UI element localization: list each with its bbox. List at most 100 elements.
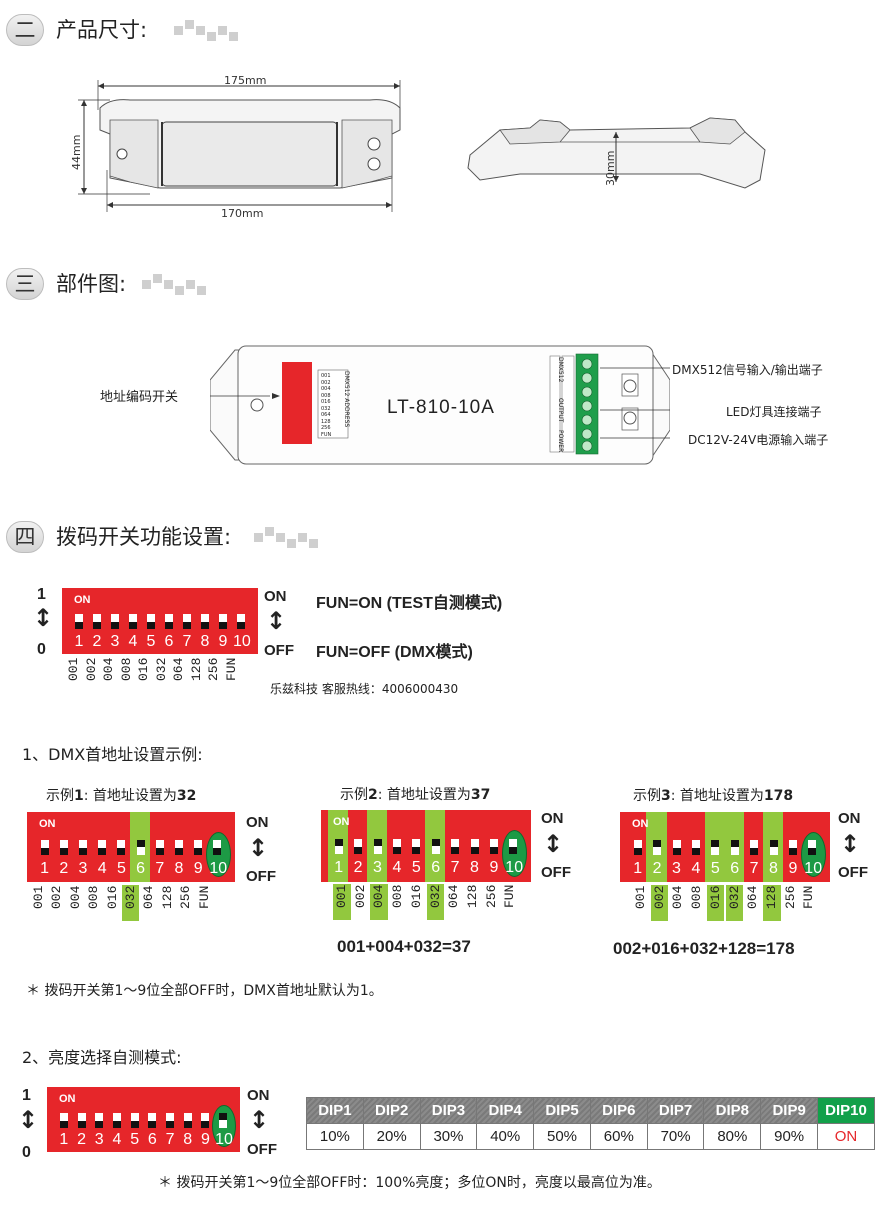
- dip-number: 1: [59, 1131, 69, 1149]
- dip-toggle-knob: [691, 848, 700, 855]
- dip-number: 6: [431, 858, 441, 876]
- dip-code-label: 128: [763, 886, 779, 910]
- dip-toggle-knob: [470, 846, 479, 854]
- dip-toggle: [470, 838, 479, 854]
- dip-toggle-knob: [237, 622, 245, 630]
- dip-toggle: [412, 838, 421, 854]
- code-highlight: [762, 885, 781, 921]
- dip-code-label: 064: [446, 885, 462, 909]
- dip-on-label: ON: [59, 1093, 76, 1105]
- example-1-title: 示例1: 首地址设置为32: [46, 788, 197, 804]
- dip-code-label: 128: [188, 658, 204, 682]
- dip-toggle: [175, 840, 183, 855]
- dip-code-label: 064: [745, 886, 761, 910]
- dip-toggle-knob: [509, 846, 518, 854]
- dmx-default-note: ＊ 拨码开关第1～9位全部OFF时，DMX首地址默认为1。: [26, 983, 383, 999]
- dip-number: 2: [652, 859, 662, 877]
- dip-toggle: [788, 840, 797, 855]
- brightness-value-cell: ON: [817, 1123, 875, 1150]
- on-label: ON: [247, 1087, 270, 1104]
- dip-toggle-knob: [672, 848, 681, 855]
- dip-on-label: ON: [333, 816, 350, 828]
- dip-toggle-knob: [730, 840, 739, 847]
- off-label: OFF: [264, 642, 294, 659]
- dip-toggle-knob: [201, 1121, 210, 1128]
- parts-dip-code: 064: [321, 412, 331, 418]
- dip-code-label: 002: [83, 658, 99, 682]
- brightness-value-cell: 10%: [306, 1123, 364, 1150]
- dip-code-label: 128: [464, 885, 480, 909]
- brightness-heading: 2、亮度选择自测模式:: [22, 1048, 182, 1067]
- dip-toggle-knob: [711, 840, 720, 847]
- brightness-value-cell: 60%: [589, 1123, 648, 1150]
- dip-code-label: 032: [726, 886, 742, 910]
- dip-number: 10: [505, 858, 524, 876]
- dip-toggle: [148, 1113, 157, 1128]
- dip-number: 9: [218, 632, 228, 650]
- example-3-title: 示例3: 首地址设置为178: [633, 788, 794, 804]
- dip-toggle-knob: [59, 1121, 68, 1128]
- dmx-box-label: DMX512: [557, 357, 564, 383]
- dip-toggle: [194, 840, 203, 855]
- dip-toggle: [165, 614, 173, 630]
- section-number: 四: [6, 521, 44, 553]
- dip-on-label: ON: [632, 818, 649, 830]
- brightness-header-cell: DIP9: [760, 1097, 819, 1124]
- dip-number: 1: [74, 632, 84, 650]
- dip-toggle-knob: [95, 1121, 104, 1128]
- dip-toggle: [237, 614, 245, 630]
- dip-number: 8: [470, 858, 479, 876]
- dip-number: 6: [730, 859, 740, 877]
- on-label: ON: [246, 814, 269, 831]
- brightness-header-cell: DIP6: [589, 1097, 648, 1124]
- section-title: 产品尺寸:: [56, 18, 148, 42]
- dip-number: 5: [146, 632, 156, 650]
- dip-toggle-knob: [136, 840, 145, 847]
- dip-code-label: 008: [689, 886, 705, 910]
- brightness-header-cell: DIP8: [703, 1097, 762, 1124]
- dip-toggle-knob: [334, 838, 343, 846]
- dip-toggle: [334, 838, 343, 854]
- dip-toggle-knob: [219, 1113, 228, 1120]
- power-box-label: POWER: [557, 430, 564, 453]
- dip-toggle: [136, 840, 145, 855]
- brightness-table-value-row: 10%20%30%40%50%60%70%80%90%ON: [306, 1123, 875, 1150]
- brightness-value-cell: 90%: [760, 1123, 819, 1150]
- dip-toggle: [111, 614, 119, 630]
- dip-number: 2: [77, 1131, 86, 1149]
- dip-code-label: 256: [782, 886, 798, 910]
- dip-code-label: 001: [66, 658, 81, 682]
- dip-code-label: 001: [633, 886, 648, 910]
- off-label: OFF: [247, 1141, 277, 1158]
- code-highlight: [370, 884, 389, 920]
- dip-number: 9: [788, 859, 798, 877]
- dip-toggle: [201, 1113, 210, 1128]
- dip-toggle-knob: [129, 622, 137, 630]
- dip-toggle: [59, 1113, 68, 1128]
- section-decoration: [254, 527, 324, 549]
- dip-toggle: [117, 840, 126, 855]
- dip-code-label: 008: [118, 658, 134, 682]
- dip-code-label: 008: [86, 886, 102, 910]
- dip-code-label: 004: [670, 886, 686, 910]
- dip-toggle: [808, 840, 817, 855]
- off-label: OFF: [838, 864, 868, 881]
- dip-number: 5: [130, 1131, 140, 1149]
- output-box-label: OUTPUT: [557, 398, 564, 423]
- dip-toggle: [431, 838, 440, 854]
- parts-drawing: [210, 345, 670, 465]
- side-num-top: 1: [22, 1087, 31, 1104]
- dip-code-label: 001: [31, 886, 46, 910]
- dip-toggle: [79, 840, 87, 855]
- dip-toggle-knob: [489, 846, 498, 854]
- dip-toggle-knob: [98, 848, 107, 855]
- parts-dip-code: 004: [321, 386, 331, 392]
- parts-dip-code: 256: [321, 425, 331, 431]
- dip-toggle: [147, 614, 155, 630]
- dip-number: 4: [128, 632, 138, 650]
- parts-dip-code: 032: [321, 405, 331, 412]
- dip-toggle-knob: [166, 1121, 175, 1128]
- section-number: 三: [6, 268, 44, 300]
- parts-dip-code: 128: [321, 418, 331, 425]
